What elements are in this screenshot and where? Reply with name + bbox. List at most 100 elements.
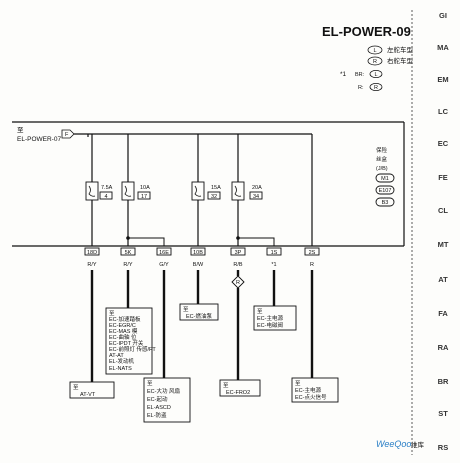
watermark-suffix: 维库 (411, 440, 425, 449)
dest-line: EC-EGR/C (109, 323, 136, 329)
dest-line: 至 (147, 380, 153, 387)
fuse-body (191, 181, 205, 201)
dest-line: 至 (295, 380, 301, 387)
watermark-brand: WeeQoo (376, 439, 411, 449)
note-r-icon (369, 83, 383, 92)
fuse-block-frame (12, 121, 404, 247)
dest-line: EL-NATS (109, 366, 132, 372)
dest-box (69, 381, 115, 399)
fuse-block-line-1: 保险 (376, 146, 388, 154)
index-ma: MA (437, 43, 449, 52)
index-at: AT (438, 275, 448, 284)
connector-m1: M1 (381, 176, 389, 182)
fuse-icon (124, 185, 132, 197)
fuse-number: 32 (211, 194, 217, 200)
dest-line: 至 (73, 384, 79, 391)
fuse-number: 4 (104, 194, 107, 200)
note-l-icon (369, 70, 383, 79)
fuse-number-box (137, 191, 151, 200)
fuse4-branch (238, 237, 275, 246)
diagram-title: EL-POWER-09 (322, 24, 411, 39)
fuse-block-line-2: 丝盒 (376, 155, 388, 163)
lhd-text: 左舵车型 (387, 45, 414, 54)
dest-line: EC-加速踏板 (109, 315, 141, 323)
splice-dot (126, 236, 130, 240)
dest-line: EC-前照灯 传感/FT (109, 345, 156, 353)
terminal-label: 10B (193, 250, 203, 256)
wire-color: G/Y (159, 262, 169, 268)
dest-line: EC-曲轴 位 (109, 333, 137, 341)
index-st: ST (438, 409, 448, 418)
fuse-rating: 15A (211, 185, 221, 191)
bus-feeds (91, 134, 313, 246)
dest-ec-group2: 至 EC-大功 风扇 EC-起动 EL-ASCD EL-防盗 (143, 377, 191, 423)
fuse-number: 34 (253, 194, 259, 200)
fuse-icon (88, 185, 96, 197)
note-line1-prefix: BR: (355, 72, 365, 78)
legend: L 左舵车型 R 右舵车型 *1 BR: L R: R (340, 45, 414, 92)
connector-b3: B3 (382, 200, 389, 206)
dest-at-vt: 至 AT-VT (69, 381, 115, 399)
ref-prefix: 至 (17, 126, 24, 134)
dest-line: EL-发动机 (109, 357, 135, 365)
dest-line: EC-起动 (147, 396, 168, 403)
index-ec: EC (438, 139, 449, 148)
dest-line: EC-主电源 (257, 314, 283, 322)
dest-line: EC-燃油泵 (186, 312, 212, 320)
fuse2-branch (128, 237, 165, 246)
terminal-2s (304, 247, 320, 256)
wire-color: B/W (193, 262, 204, 268)
terminal-label: 2S (309, 250, 316, 256)
index-fe: FE (438, 173, 448, 182)
dest-line: 至 (223, 382, 229, 389)
watermark: WeeQoo 维库 (376, 439, 425, 449)
dest-line: AT-AT (109, 353, 124, 359)
connector-b3-icon (375, 197, 395, 207)
rhd-symbol-icon (367, 56, 383, 66)
dest-line: 至 (109, 310, 115, 317)
dest-ec-group: 至 EC-加速踏板 EC-EGR/C EC-MAS 模 EC-曲轴 位 EC-I… (105, 307, 156, 375)
dest-box (143, 377, 191, 423)
fuse-rating: 7.5A (101, 185, 113, 191)
fuse-rating: 10A (140, 185, 150, 191)
index-mt: MT (438, 240, 449, 249)
splice-label: R (236, 280, 240, 286)
index-em: EM (437, 75, 448, 84)
terminal-5k (120, 247, 136, 256)
splice-dot (236, 236, 240, 240)
fuse-block-label: 保险 丝盒 (J/B) M1 E107 B3 (375, 146, 395, 207)
index-fa: FA (438, 309, 448, 318)
lhd-symbol: L (373, 48, 376, 54)
dest-box (179, 303, 219, 321)
dest-ec-main: 至 EC-主电源 EC-电磁阀 (253, 305, 297, 331)
index-gi: GI (439, 11, 447, 20)
splice-connector-icon (231, 275, 245, 289)
fuse-1: 7.5A 4 (85, 181, 113, 201)
side-index: GI MA EM LC EC FE CL MT AT FA RA BR ST R… (437, 11, 449, 452)
ref-tag: F (65, 132, 69, 138)
wire-color: R/B (233, 262, 243, 268)
connector-e107-icon (375, 185, 395, 195)
dest-line: 至 (257, 308, 263, 315)
fuse-outputs (91, 200, 239, 246)
fuse-number-box (99, 191, 113, 200)
dest-box (105, 307, 153, 375)
wire-color: *1 (271, 262, 276, 268)
dest-line: EL-ASCD (147, 405, 171, 411)
dest-box (253, 305, 297, 331)
fuse-body (121, 181, 135, 201)
wire-color: R/Y (87, 262, 97, 268)
index-ra: RA (438, 343, 449, 352)
terminal-label: 5K (125, 250, 132, 256)
index-rs: RS (438, 443, 448, 452)
fuse-block-line-3: (J/B) (376, 166, 388, 172)
rhd-symbol: R (373, 59, 377, 65)
dest-line: EC-点火信号 (295, 393, 327, 401)
note-r-symbol: R (374, 85, 378, 91)
dest-line: 至 (183, 306, 189, 313)
dest-line: EC-IPDT 开关 (109, 339, 144, 347)
power-bus (74, 133, 312, 137)
index-br: BR (438, 377, 449, 386)
